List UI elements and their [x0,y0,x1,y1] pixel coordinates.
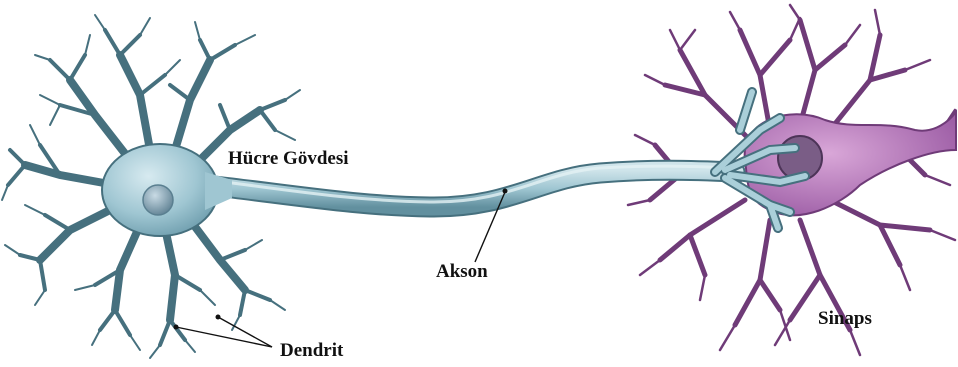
target-cell-body [745,112,956,215]
axon [215,166,735,207]
dendrite-label: Dendrit [280,340,343,362]
synapse-label: Sinaps [818,308,872,330]
dendrite-leader-line-1 [176,327,272,347]
cell-body-label: Hücre Gövdesi [228,148,349,170]
axon-label: Akson [436,261,488,283]
dendrite-marker-dot [174,325,179,330]
dendrite-marker-dot [216,315,221,320]
nucleus-icon [143,185,173,215]
dendrite-leader-line-2 [218,317,272,347]
